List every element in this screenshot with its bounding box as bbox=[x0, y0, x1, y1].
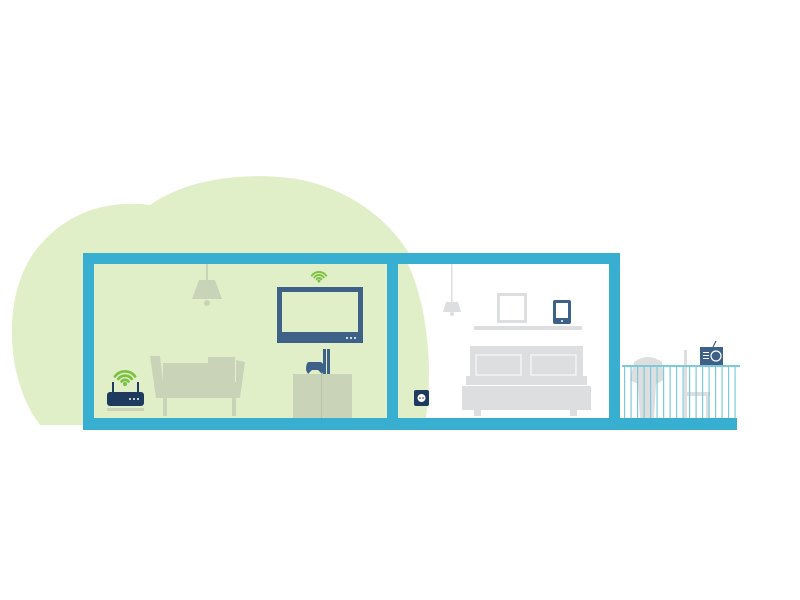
house-frame bbox=[83, 253, 737, 430]
railing-bar bbox=[676, 366, 678, 418]
chair-icon bbox=[684, 350, 710, 418]
wifi-arc bbox=[120, 378, 130, 383]
railing-bar bbox=[656, 366, 658, 418]
wifi-arc bbox=[315, 277, 323, 281]
wifi-dot bbox=[122, 381, 128, 387]
railing-bar bbox=[689, 366, 691, 418]
wifi-arc bbox=[313, 274, 325, 279]
picture-frame-icon bbox=[497, 293, 527, 323]
pendant-lamp-icon bbox=[443, 264, 461, 316]
sofa-icon bbox=[150, 356, 245, 416]
plant-icon bbox=[630, 357, 664, 418]
railing-bar bbox=[663, 366, 665, 418]
bed-icon bbox=[462, 346, 591, 416]
tablet-icon bbox=[553, 300, 571, 324]
wifi-dot bbox=[317, 279, 321, 283]
railing-bar bbox=[650, 366, 652, 418]
railing-bar bbox=[728, 366, 730, 418]
railing-bar bbox=[682, 366, 684, 418]
wifi-arc bbox=[113, 370, 137, 378]
tv-cabinet-icon bbox=[293, 374, 352, 418]
railing-bar bbox=[708, 366, 710, 418]
ceiling-lamp-icon bbox=[192, 264, 222, 306]
railing-bar bbox=[721, 366, 723, 418]
coverage-overlap bbox=[398, 264, 429, 418]
wifi-signal-icon bbox=[113, 370, 137, 387]
tv-icon bbox=[277, 287, 363, 343]
game-console-icon bbox=[306, 349, 330, 374]
railing-bar bbox=[715, 366, 717, 418]
railing-bar bbox=[630, 366, 632, 418]
wifi-arc bbox=[116, 374, 134, 381]
wall-shelf-icon bbox=[474, 326, 582, 330]
railing-bar bbox=[734, 366, 736, 418]
railing-bar bbox=[637, 366, 639, 418]
railing-bar bbox=[702, 366, 704, 418]
railing-bar bbox=[669, 366, 671, 418]
railing-bar bbox=[643, 366, 645, 418]
cabinet-divider bbox=[321, 374, 322, 418]
wifi-signal-icon bbox=[310, 271, 328, 283]
balcony-railing bbox=[622, 365, 740, 418]
railing-bar bbox=[624, 366, 626, 418]
wifi-arc bbox=[310, 271, 328, 277]
radio-icon bbox=[700, 340, 723, 365]
railing-bar bbox=[695, 366, 697, 418]
power-outlet-icon bbox=[414, 390, 429, 406]
router-icon bbox=[107, 382, 144, 411]
